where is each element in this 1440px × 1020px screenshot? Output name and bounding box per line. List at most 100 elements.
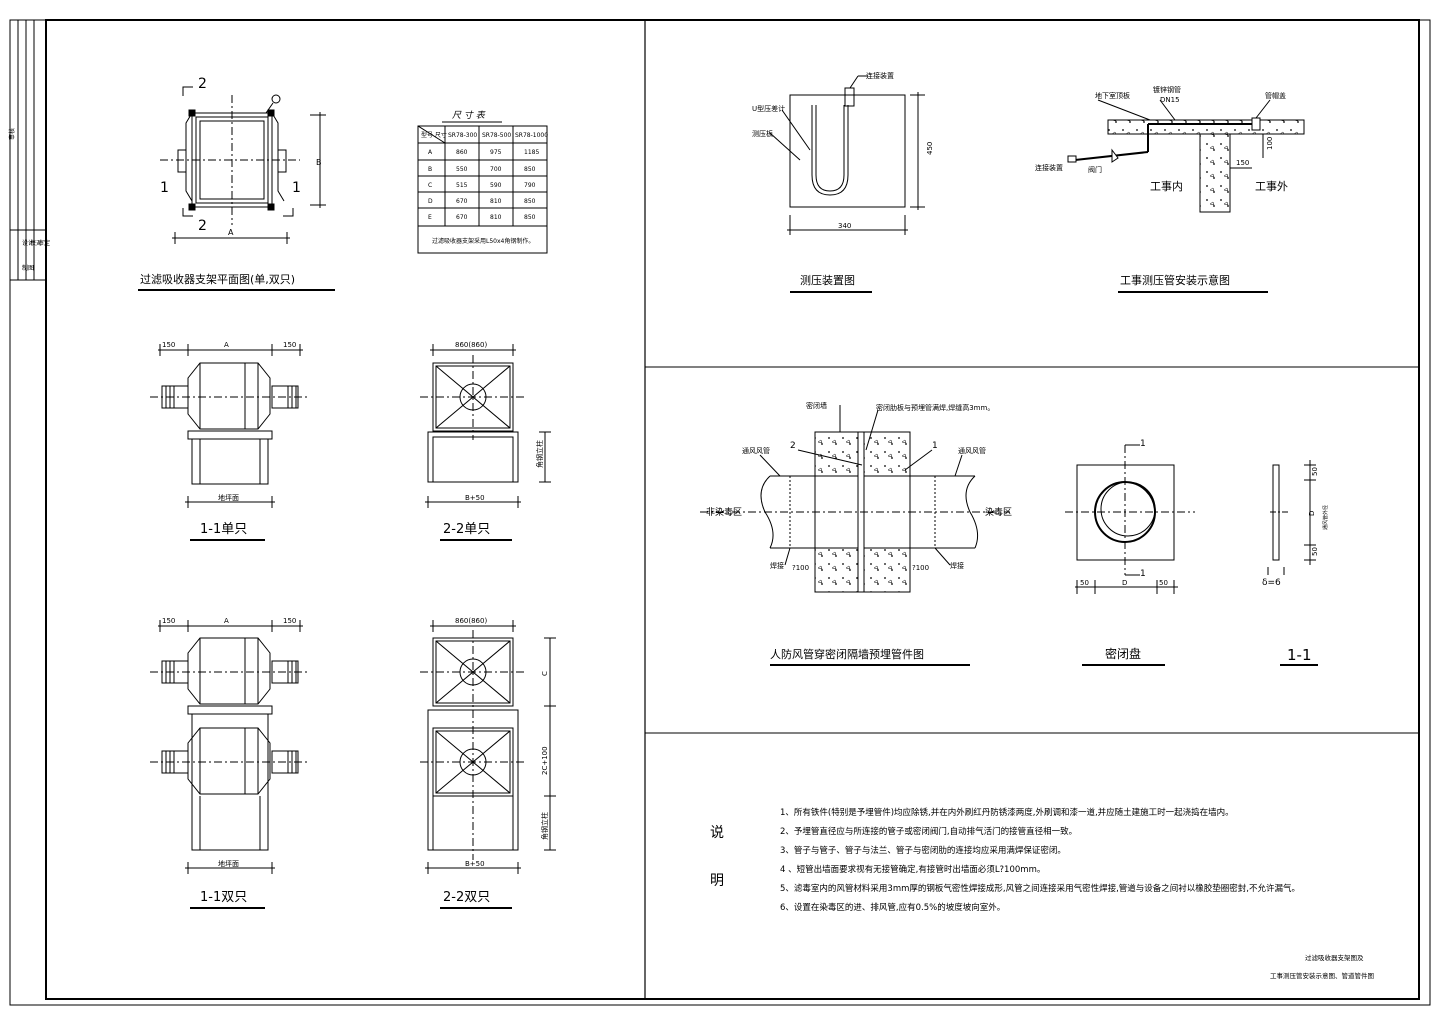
table-cell: 1185 xyxy=(524,149,539,156)
pressure-pipe-drawing xyxy=(1067,99,1305,293)
dim-label: A xyxy=(224,617,229,625)
table-cell: 860 xyxy=(456,149,468,156)
callout-label: 镀锌钢管 xyxy=(1153,85,1181,94)
table-cell: 975 xyxy=(490,149,502,156)
side-label: 审定 xyxy=(38,239,50,247)
dim-label: 150 xyxy=(283,617,296,625)
callout-label: 阀门 xyxy=(1088,165,1102,174)
table-col-head: SR78-500 xyxy=(482,132,511,139)
filter-support-plan xyxy=(138,86,335,291)
drawing-title: 1-1双只 xyxy=(200,890,247,905)
table-cell: 550 xyxy=(456,166,468,173)
note-item: 2、予埋管直径应与所连接的管子或密闭阀门,自动排气活门的接管直径相一致。 xyxy=(780,826,1077,837)
dim-label: 150 xyxy=(1236,159,1249,167)
side-label: 审核 xyxy=(8,128,16,140)
section-mark: 2 xyxy=(198,218,207,234)
seal-plate-text: 1 1 50 D 50 δ=6 50 D 50 通风管外径 密闭盘 1-1 xyxy=(1080,439,1329,664)
dim-label: 150 xyxy=(283,341,296,349)
title-line: 工事测压管安装示意图、管道管件图 xyxy=(1270,971,1374,980)
dim-label: 860(860) xyxy=(455,617,487,625)
zone-label: 工事内 xyxy=(1150,179,1183,193)
dim-label: 50 xyxy=(1159,579,1168,587)
section-22-double-text: 860(860) C 2C+100 角钢立柱 B+50 2-2双只 xyxy=(443,617,549,905)
section-11-double-text: 150 A 150 地坪面 1-1双只 xyxy=(162,617,296,905)
title-line: 过滤吸收器支架图及 xyxy=(1305,953,1364,962)
section-mark: 1 xyxy=(1140,569,1146,579)
dim-label: 地坪面 xyxy=(218,859,239,868)
section-11-single xyxy=(150,344,310,541)
side-label: 校对 xyxy=(30,239,42,247)
table-corner: 型号 尺寸 xyxy=(421,131,447,139)
section-mark: 1 xyxy=(292,180,301,196)
section-22-double xyxy=(420,620,556,909)
dim-label: 150 xyxy=(162,341,175,349)
table-cell: 810 xyxy=(490,214,502,221)
dim-label: D xyxy=(1122,579,1127,587)
pressure-pipe-text: 地下室顶板 镀锌钢管 DN15 管帽盖 连接装置 阀门 100 150 工事内 … xyxy=(1035,85,1288,287)
drawing-title: 过滤吸收器支架平面图(单,双只) xyxy=(140,272,295,286)
section-22-single-text: 860(860) B+50 角钢立柱 2-2单只 xyxy=(443,341,544,537)
table-cell: 670 xyxy=(456,214,468,221)
drawing-title: 密闭盘 xyxy=(1105,646,1141,661)
note-item: 6、设置在染毒区的进、排风管,应有0.5%的坡度坡向室外。 xyxy=(780,902,1005,913)
section-mark: 2 xyxy=(198,76,207,92)
dim-label: D xyxy=(1308,511,1316,516)
table-cell: 850 xyxy=(524,166,536,173)
dim-label: ?100 xyxy=(792,564,809,572)
dim-label: C xyxy=(541,671,549,676)
callout-label: 连接装置 xyxy=(866,71,894,80)
notes-block: 说 明 1、所有铁件(特别是予埋管件)均应除锈,并在内外刷红丹防锈漆两度,外刷调… xyxy=(710,807,1300,913)
section-22-single xyxy=(420,344,551,541)
drawing-title: 1-1单只 xyxy=(200,522,247,537)
callout-label: 密闭肋板与预埋管满焊,焊缝高3mm。 xyxy=(876,403,994,412)
dim-label: 150 xyxy=(162,617,175,625)
dim-label: 50 xyxy=(1311,547,1319,556)
table-row-label: A xyxy=(428,149,433,156)
callout-label: DN15 xyxy=(1160,96,1180,104)
dim-label: 角钢立柱 xyxy=(540,812,549,840)
wall-pipe-text: 密闭墙 密闭肋板与预埋管满焊,焊缝高3mm。 通风风管 通风风管 2 1 非染毒… xyxy=(706,401,1012,661)
table-row-label: D xyxy=(428,198,433,205)
zone-label: 非染毒区 xyxy=(706,506,742,518)
sheet-frame xyxy=(9,19,1431,1006)
drawing-title: 人防风管穿密闭隔墙预埋管件图 xyxy=(770,647,924,661)
side-label: 设计 xyxy=(22,239,34,247)
wall-pipe-drawing xyxy=(700,405,1010,666)
side-labels: 审核 设计 校对 审定 制图 xyxy=(8,128,50,272)
table-cell: 850 xyxy=(524,198,536,205)
dim-label: 2C+100 xyxy=(541,746,549,775)
pressure-device-text: 连接装置 U型压差计 测压板 450 340 测压装置图 xyxy=(752,71,934,287)
dim-label: B xyxy=(316,158,322,167)
title-block: 过滤吸收器支架图及 工事测压管安装示意图、管道管件图 xyxy=(1270,953,1374,980)
drawing-title: 2-2双只 xyxy=(443,890,490,905)
dim-label: 地坪面 xyxy=(218,493,239,502)
side-label: 制图 xyxy=(22,264,34,272)
note-item: 5、滤毒室内的风管材料采用3mm厚的钢板气密性焊接成形,风管之间连接采用气密性焊… xyxy=(780,883,1300,894)
note-item: 1、所有铁件(特别是予埋管件)均应除锈,并在内外刷红丹防锈漆两度,外刷调和漆一道… xyxy=(780,807,1234,818)
callout-label: 测压板 xyxy=(752,129,773,138)
dim-label: 角钢立柱 xyxy=(535,440,544,468)
dim-label: 50 xyxy=(1311,467,1319,476)
note-item: 4 、短管出墙面要求视有无接管确定,有接管时出墙面必须L?100mm。 xyxy=(780,864,1045,875)
dim-label: A xyxy=(224,341,229,349)
callout-label: 管帽盖 xyxy=(1265,91,1286,100)
dim-label: 860(860) xyxy=(455,341,487,349)
dim-label: δ=6 xyxy=(1262,578,1281,588)
section-mark: 1 xyxy=(932,441,938,451)
note-item: 3、管子与管子、管子与法兰、管子与密闭肋的连接均应采用满焊保证密闭。 xyxy=(780,845,1066,856)
callout-label: 连接装置 xyxy=(1035,163,1063,172)
table-cell: 850 xyxy=(524,214,536,221)
callout-label: 通风风管 xyxy=(958,446,986,455)
filter-support-plan-text: 2 2 1 1 A B 过滤吸收器支架平面图(单,双只) xyxy=(140,76,322,286)
section-mark: 2 xyxy=(790,441,796,451)
section-11-double xyxy=(150,620,310,909)
dim-label: ?100 xyxy=(912,564,929,572)
dim-label: 340 xyxy=(838,222,851,230)
callout-label: 地下室顶板 xyxy=(1095,91,1130,100)
dim-table-title: 尺 寸 表 xyxy=(452,110,486,121)
callout-label: U型压差计 xyxy=(752,104,785,113)
callout-label: 焊接 xyxy=(770,561,784,570)
drawing-title: 1-1 xyxy=(1287,646,1312,664)
callout-label: 焊接 xyxy=(950,561,964,570)
zone-label: 染毒区 xyxy=(985,506,1012,518)
